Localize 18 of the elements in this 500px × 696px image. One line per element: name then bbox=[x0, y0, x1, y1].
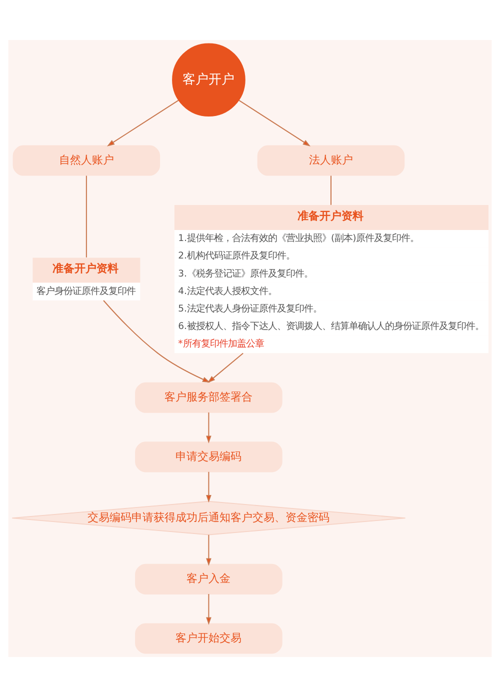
arrow bbox=[206, 534, 212, 566]
arrow bbox=[206, 471, 212, 502]
arrow bbox=[208, 352, 244, 382]
arrow bbox=[238, 99, 310, 146]
node-box: 申请交易编码 bbox=[135, 441, 282, 472]
connector bbox=[86, 175, 87, 257]
arrow bbox=[206, 412, 212, 443]
node-box: 法人账户 bbox=[257, 144, 405, 176]
node-box: 客户入金 bbox=[135, 563, 282, 594]
arrow bbox=[103, 300, 210, 382]
connector bbox=[330, 175, 332, 204]
node-box: 客户服务部签署合 bbox=[135, 382, 282, 412]
node-circle: 客户开户 bbox=[172, 42, 246, 116]
arrow bbox=[106, 99, 179, 146]
node-box: 自然人账户 bbox=[12, 144, 160, 176]
arrow bbox=[206, 594, 212, 624]
node-box: 客户开始交易 bbox=[135, 622, 282, 654]
node-diamond: 交易编码申请获得成功后通知客户交易、资金密码 bbox=[12, 500, 406, 535]
